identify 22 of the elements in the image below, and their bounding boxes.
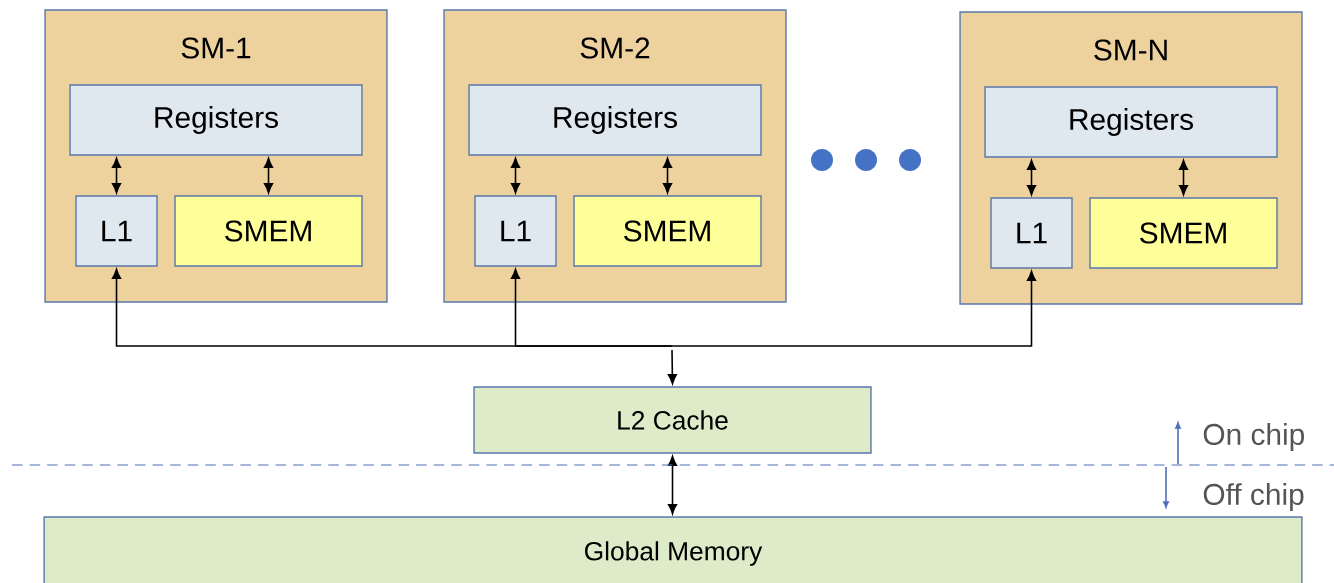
side-label: On chip <box>1203 423 1304 451</box>
arrow <box>111 157 122 194</box>
memory-box: Global Memory <box>43 516 1303 583</box>
registers-box: Registers <box>468 84 762 156</box>
arrow <box>667 349 677 385</box>
memory-box: SMEM <box>1089 197 1278 269</box>
arrow <box>510 157 521 194</box>
arrow <box>662 157 673 194</box>
arrow <box>667 455 678 515</box>
arrow <box>1026 159 1037 196</box>
cache-box: L1 <box>75 195 158 267</box>
cache-box: L1 <box>990 197 1073 269</box>
arrow <box>671 270 1037 347</box>
cache-box: L1 <box>474 195 557 267</box>
arrow <box>263 157 274 194</box>
arrow <box>1178 159 1189 196</box>
registers-box: Registers <box>984 86 1278 158</box>
arrow <box>510 268 673 347</box>
registers-box: Registers <box>69 84 363 156</box>
memory-box: SMEM <box>174 195 363 267</box>
cache-box: L2 Cache <box>473 386 872 454</box>
memory-box: SMEM <box>573 195 762 267</box>
